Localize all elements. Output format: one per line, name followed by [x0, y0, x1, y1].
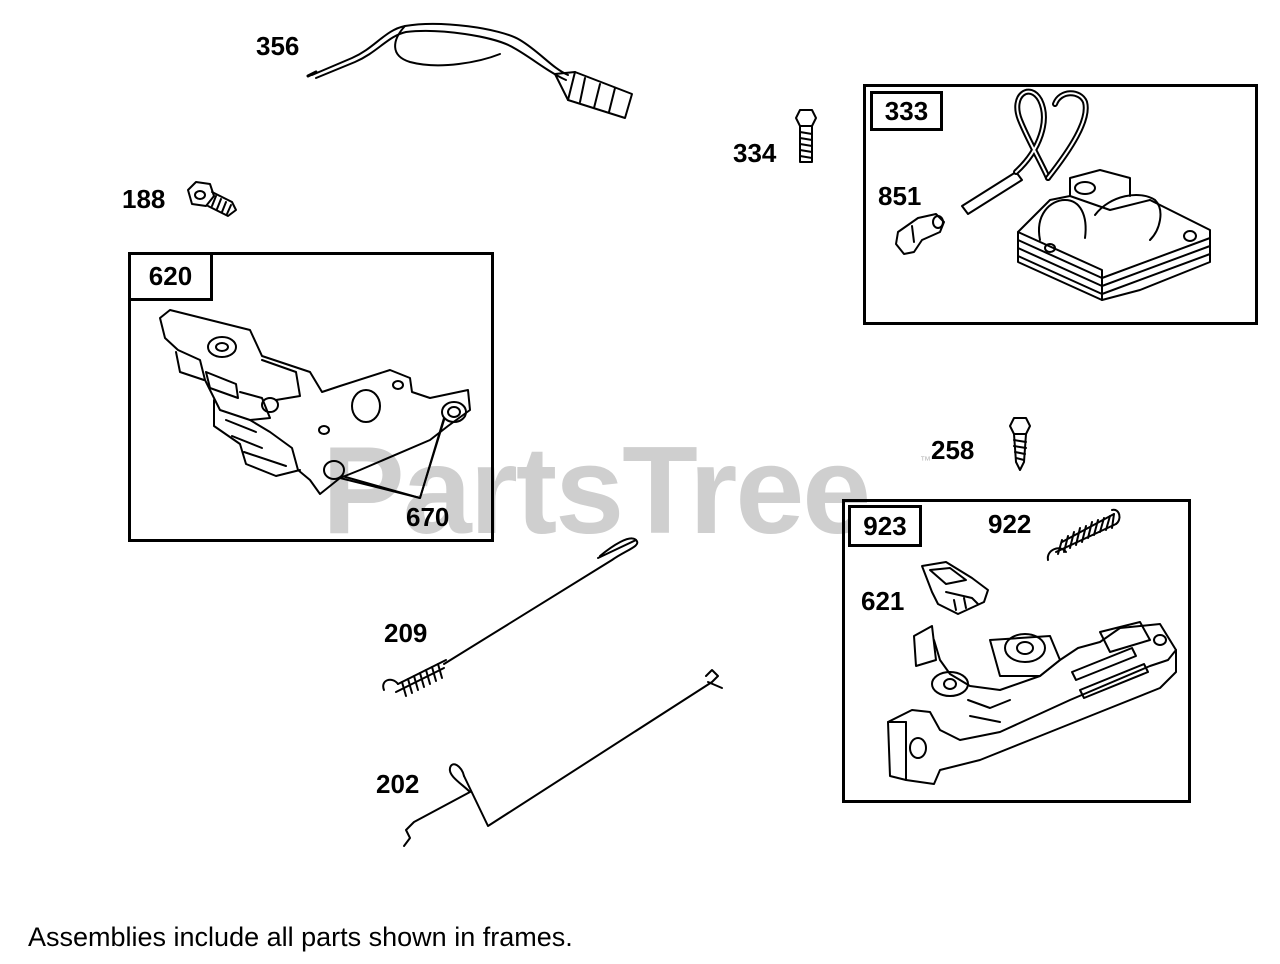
- part-label-922: 922: [988, 509, 1032, 539]
- leader-lines-670: [339, 417, 445, 499]
- part-label-334: 334: [733, 138, 777, 168]
- link-621-part: [921, 561, 989, 615]
- spring-922-part: [1046, 508, 1121, 561]
- part-label-209: 209: [384, 618, 428, 648]
- assembly-frame-333: [863, 84, 1258, 325]
- part-label-851: 851: [878, 181, 922, 211]
- part-label-202: 202: [376, 769, 420, 799]
- frame-tag-333: 333: [870, 91, 943, 131]
- assemblies-note: Assemblies include all parts shown in fr…: [28, 922, 573, 952]
- part-label-356: 356: [256, 31, 300, 61]
- part-label-621: 621: [861, 586, 905, 616]
- assembly-frame-923: [842, 499, 1191, 803]
- terminal-851-part: [895, 213, 945, 255]
- partstree-watermark: PartsTree: [322, 422, 871, 560]
- screw-258-part: [1009, 417, 1031, 471]
- wire-harness-part: [306, 23, 633, 119]
- frame-tag-620: 620: [128, 252, 213, 301]
- part-label-188: 188: [122, 184, 166, 214]
- part-label-670: 670: [406, 502, 450, 532]
- governor-control-620-part: [159, 309, 471, 499]
- governor-spring-209-part: [382, 537, 639, 697]
- part-label-258: 258: [931, 435, 975, 465]
- governor-assembly-923-part: [887, 621, 1177, 785]
- frame-tag-923: 923: [848, 505, 922, 547]
- bolt-334-part: [795, 109, 817, 163]
- ignition-armature-part: [961, 88, 1211, 301]
- trademark-mark: ™: [920, 455, 931, 467]
- screw-188-part: [187, 181, 237, 217]
- link-rod-202-part: [403, 669, 723, 847]
- assembly-frame-620: [128, 252, 494, 542]
